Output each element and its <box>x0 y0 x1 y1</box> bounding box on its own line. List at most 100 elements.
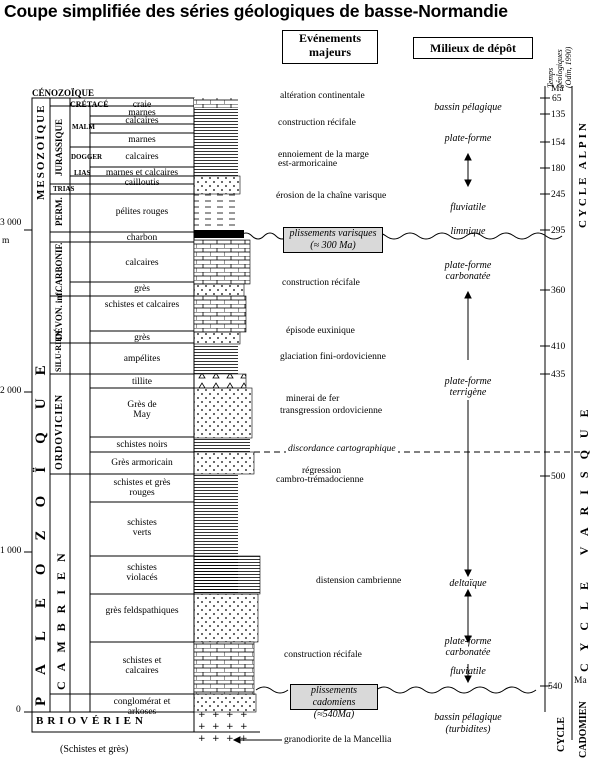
age-135: 135 <box>551 110 566 120</box>
env-plate-forme-2: plate-forme <box>444 260 492 271</box>
lithology-column <box>193 98 261 742</box>
age-65: 65 <box>552 94 562 104</box>
era-cenozoic: CÉNOZOÏQUE <box>32 88 95 98</box>
events-header-line1: Evénements <box>299 31 361 45</box>
lith-schistes-gres-rouges: schistes et grès rouges <box>113 478 171 498</box>
event-cadomien-age: (≈540Ma) <box>313 709 355 720</box>
env-deltaique: deltaïque <box>449 578 487 589</box>
env-carbonatee-1: carbonatée <box>445 271 491 282</box>
event-discordance: discordance cartographique <box>286 444 398 454</box>
event-minerai: minerai de fer <box>286 394 340 404</box>
event-transgression: transgression ordovicienne <box>280 406 383 416</box>
event-glaciation: glaciation fini-ordovicienne <box>280 352 386 362</box>
system-cambrien: CAMBRIEN <box>54 543 68 690</box>
lith-charbon: charbon <box>126 233 158 243</box>
event-alteration: altération continentale <box>280 91 365 101</box>
cycle-alpin: CYCLE ALPIN <box>577 120 589 228</box>
lith-gres-de-may: Grès de May <box>127 400 157 420</box>
depth-0: 0 <box>16 705 21 715</box>
lith-schistes-verts: schistes verts <box>127 518 157 538</box>
subsystem-malm: MALM <box>72 123 95 131</box>
cycle-cadomien-1: CYCLE <box>556 716 567 752</box>
lith-craie: craie <box>132 100 152 110</box>
event-erosion: érosion de la chaîne varisque <box>276 191 387 201</box>
env-bassin-pelagique-2: bassin pélagique <box>434 712 502 723</box>
system-trias: TRIAS <box>53 185 75 193</box>
events-header: Evénements majeurs <box>282 30 378 64</box>
system-cretace: CRÉTACÉ <box>70 100 109 109</box>
depth-3000: 3 000 <box>0 218 22 228</box>
event-plissements-cadomiens: plissements cadomiens <box>310 685 358 708</box>
event-plissements-varisques: plissements varisques <box>289 228 377 239</box>
event-granodiorite: granodiorite de la Mancellia <box>284 735 392 745</box>
env-plate-forme-3: plate-forme <box>444 376 492 387</box>
system-carbonif: CARBONIF. <box>54 242 64 292</box>
system-ordovicien: ORDOVICIEN <box>54 393 65 470</box>
event-recif-3: construction récifale <box>284 650 362 660</box>
lith-schistes-violaces: schistes violacés <box>126 563 158 583</box>
lith-calcaires-1: calcaires <box>125 116 159 126</box>
env-terrigene: terrigène <box>449 387 487 398</box>
lith-marnes-1: marnes <box>128 108 156 118</box>
age-295: 295 <box>551 226 566 236</box>
age-360: 360 <box>551 286 566 296</box>
env-fluviatile-2: fluviatile <box>450 666 486 677</box>
box-cadomien: plissements cadomiens (≈540Ma) <box>290 684 378 720</box>
system-perm: PERM. <box>54 197 64 226</box>
age-410: 410 <box>551 342 566 352</box>
lith-pelites-rouges: pélites rouges <box>115 207 169 217</box>
system-jurassique: JURASSIQUE <box>54 118 64 176</box>
box-varisque: plissements varisques (≈ 300 Ma) <box>283 227 383 253</box>
era-briov-sub: (Schistes et grès) <box>60 744 129 755</box>
cycle-varisque: CYCLE VARISQUE <box>577 397 591 672</box>
age-540: 540 <box>548 682 563 692</box>
event-regression: régression <box>302 466 342 476</box>
event-regression-2: cambro-trémadocienne <box>276 475 364 485</box>
lith-ampelites: ampélites <box>123 354 161 364</box>
lith-cailloutis: cailloutis <box>124 178 160 188</box>
subsystem-dogger: DOGGER <box>71 153 103 161</box>
env-limnique: limnique <box>450 226 486 237</box>
age-245: 245 <box>551 190 566 200</box>
event-ennoiement-2: est-armoricaine <box>278 159 338 169</box>
lith-calcaires-3: calcaires <box>125 258 159 268</box>
events-header-line2: majeurs <box>309 45 351 59</box>
event-recif-2: construction récifale <box>282 278 360 288</box>
env-carbonatee-2: carbonatée <box>445 647 491 658</box>
env-fluviatile-1: fluviatile <box>450 202 486 213</box>
event-distension: distension cambrienne <box>316 576 402 586</box>
env-bassin-pelagique-1: bassin pélagique <box>434 102 502 113</box>
lith-gres-2: grès <box>134 333 150 343</box>
event-euxinique: épisode euxinique <box>286 326 355 336</box>
env-plate-forme-1: plate-forme <box>444 133 492 144</box>
era-mesozoic: MESOZOÏQUE <box>35 103 47 200</box>
lith-schistes-calcaires-2: schistes et calcaires <box>122 656 162 676</box>
environments-header: Milieux de dépôt <box>413 37 533 59</box>
subsystem-lias: LIAS <box>74 169 91 177</box>
cycle-cadomien-2: CADOMIEN <box>578 701 589 758</box>
event-ennoiement: ennoiement de la marge <box>278 150 369 160</box>
depth-1000: 1 000 <box>0 546 22 556</box>
age-unit-bottom: Ma <box>574 676 587 686</box>
age-unit-top: Ma <box>551 84 564 94</box>
event-varisque-age: (≈ 300 Ma) <box>310 240 356 251</box>
depth-unit: m <box>2 236 10 246</box>
era-paleozoic: PALEOZOÏQUE <box>33 342 49 706</box>
environments-header-text: Milieux de dépôt <box>430 41 516 55</box>
lith-tillite: tillite <box>131 377 153 387</box>
env-turbidites: (turbidites) <box>445 724 491 735</box>
lith-gres-1: grès <box>134 284 150 294</box>
age-154: 154 <box>551 138 566 148</box>
env-plate-forme-4: plate-forme <box>444 636 492 647</box>
event-recif-1: construction récifale <box>278 118 356 128</box>
system-silurien: SILU-RIEN <box>54 330 63 372</box>
age-435: 435 <box>551 370 566 380</box>
figure-title: Coupe simplifiée des séries géologiques … <box>4 1 508 21</box>
lith-schistes-noirs: schistes noirs <box>116 440 168 450</box>
lith-gres-feldspathiques: grès feldspathiques <box>105 606 179 616</box>
lith-marnes-calcaires: marnes et calcaires <box>105 168 179 178</box>
lith-conglomerat: conglomérat et arkoses <box>113 697 171 717</box>
lith-gres-armoricain: Grès armoricain <box>111 458 173 468</box>
